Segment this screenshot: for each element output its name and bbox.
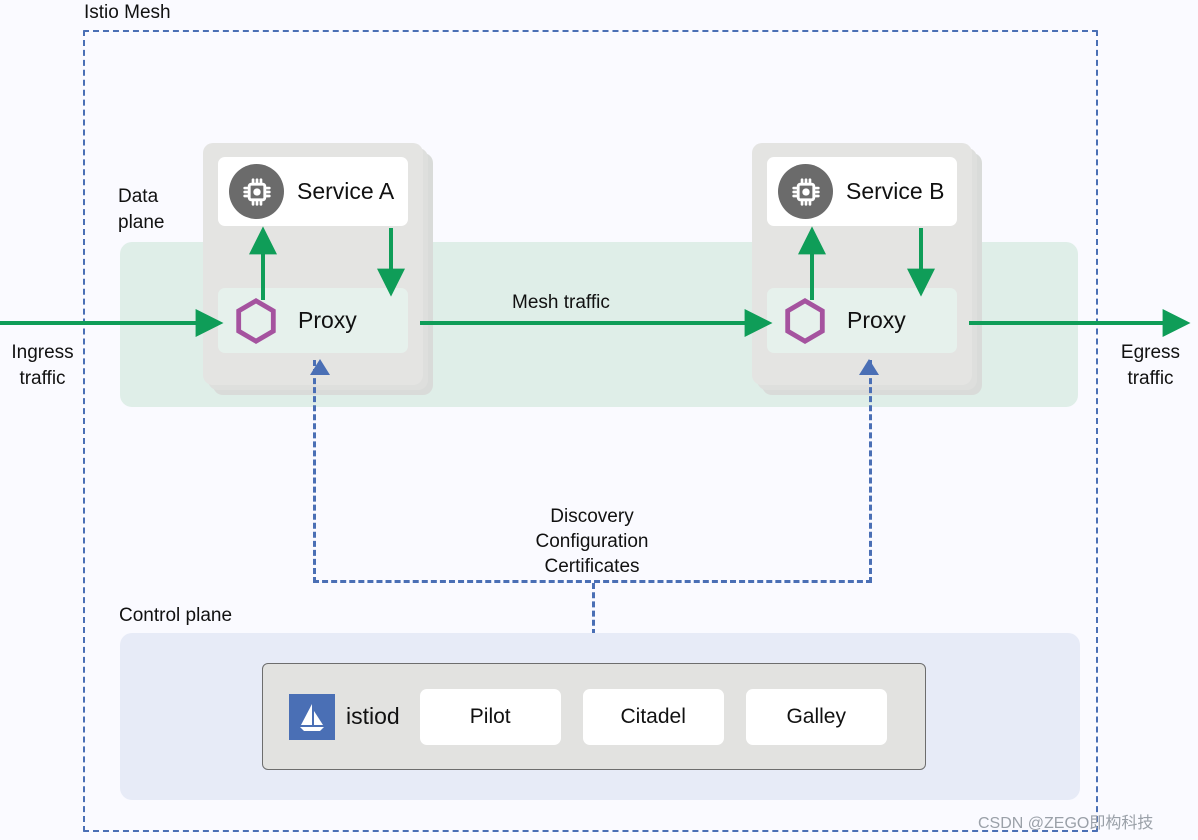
service-b-label: Service B <box>846 178 945 204</box>
service-a-card[interactable]: Service A <box>218 157 408 226</box>
component-citadel-label: Citadel <box>620 704 686 728</box>
istio-mesh-title: Istio Mesh <box>84 2 171 23</box>
proxy-b-card[interactable]: Proxy <box>767 288 957 353</box>
control-connection-drop <box>592 583 595 635</box>
istiod-label: istiod <box>346 703 400 729</box>
control-plane-label: Control plane <box>119 605 233 626</box>
component-galley-label: Galley <box>786 704 846 728</box>
egress-traffic-label: Egress traffic <box>1108 340 1193 392</box>
component-citadel[interactable]: Citadel <box>582 688 724 745</box>
service-a-label: Service A <box>297 178 395 204</box>
pod-service-a[interactable]: Service A Proxy <box>203 143 435 397</box>
pod-service-b[interactable]: Service B Proxy <box>752 143 984 397</box>
istiod-container[interactable]: istiod Pilot Citadel Galley <box>262 663 926 770</box>
control-connection-bracket <box>313 360 872 583</box>
control-connection-label: Discovery Configuration Certificates <box>475 504 709 579</box>
istio-mesh-boundary <box>83 30 1098 832</box>
control-connection-line3: Certificates <box>544 556 640 577</box>
ingress-traffic-label: Ingress traffic <box>0 340 85 392</box>
blue-arrowhead-proxy-b <box>859 359 879 375</box>
ingress-traffic-line2: traffic <box>19 368 66 389</box>
data-plane-label-line2: plane <box>118 212 165 233</box>
istio-sailboat-icon <box>289 693 335 740</box>
control-connection-line2: Configuration <box>535 531 649 552</box>
component-galley[interactable]: Galley <box>745 688 887 745</box>
hexagon-icon <box>779 295 831 347</box>
component-pilot-label: Pilot <box>469 704 511 728</box>
proxy-a-label: Proxy <box>298 307 357 333</box>
control-connection-line1: Discovery <box>550 506 634 527</box>
cpu-chip-icon <box>229 164 284 219</box>
mesh-traffic-label: Mesh traffic <box>512 292 610 313</box>
hexagon-icon <box>230 295 282 347</box>
service-b-card[interactable]: Service B <box>767 157 957 226</box>
component-pilot[interactable]: Pilot <box>419 688 561 745</box>
watermark-text: CSDN @ZEGO即构科技 <box>978 815 1154 832</box>
egress-traffic-line2: traffic <box>1127 368 1174 389</box>
egress-traffic-line1: Egress <box>1120 342 1181 363</box>
ingress-traffic-line1: Ingress <box>11 342 74 363</box>
cpu-chip-icon <box>778 164 833 219</box>
data-plane-label-line1: Data <box>118 186 159 207</box>
blue-arrowhead-proxy-a <box>310 359 330 375</box>
proxy-b-label: Proxy <box>847 307 906 333</box>
proxy-a-card[interactable]: Proxy <box>218 288 408 353</box>
data-plane-label: Data plane <box>118 184 208 236</box>
